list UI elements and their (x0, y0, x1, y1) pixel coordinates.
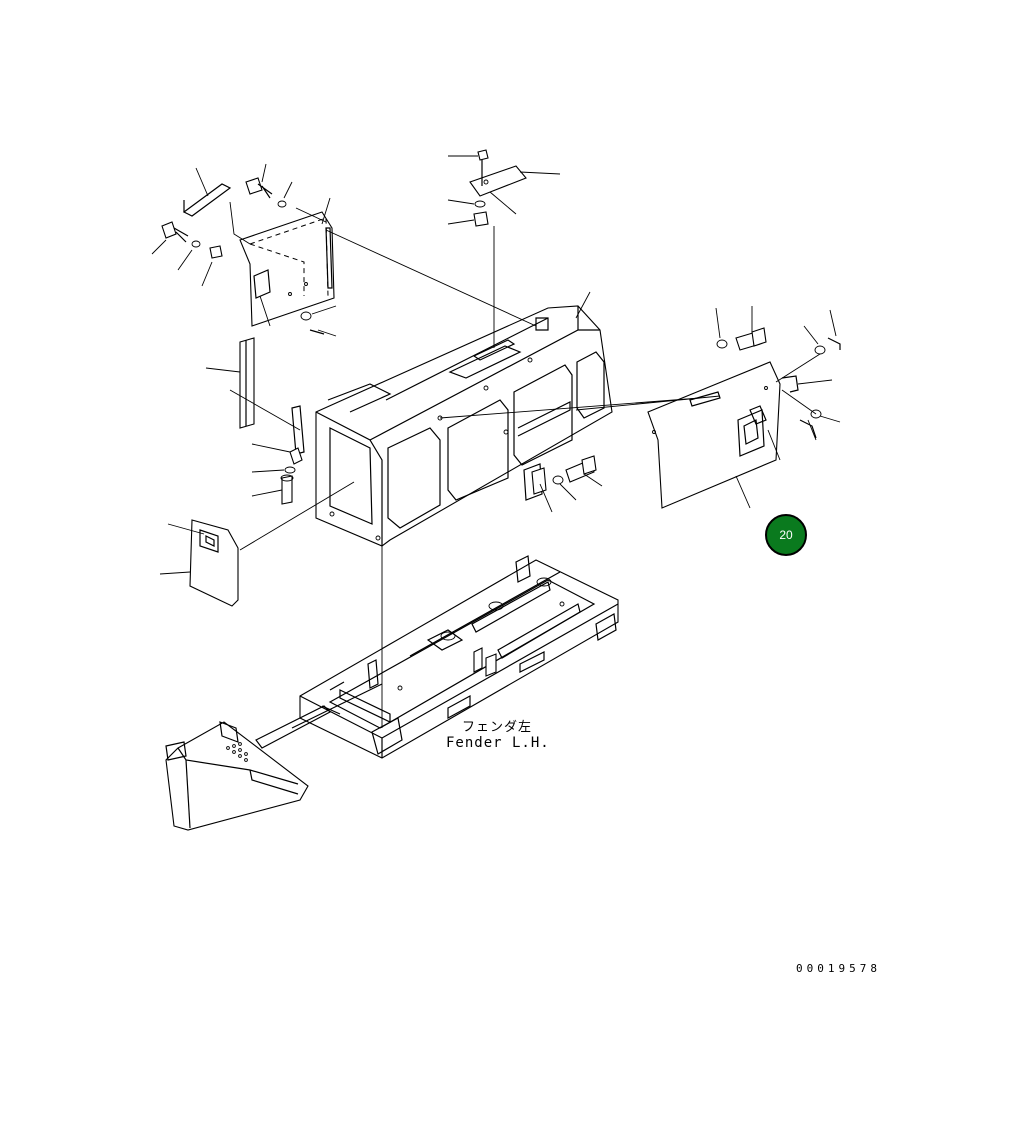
center-lower-bracket (523, 455, 597, 501)
hardware-top-center (469, 149, 527, 227)
callout-leaders (151, 155, 841, 575)
fender-housing (315, 305, 613, 547)
front-step (165, 683, 383, 831)
assembly-lines (229, 201, 821, 728)
right-side-panel (647, 361, 781, 509)
document-id: 00019578 (796, 962, 881, 975)
seal-strip (239, 337, 255, 429)
part-callout-20[interactable]: 20 (765, 514, 807, 556)
fender-label-english: Fender L.H. (446, 735, 550, 751)
fender-label-japanese: フェンダ左 (462, 720, 533, 735)
upper-cover-plate (239, 211, 335, 327)
step-holes (226, 742, 248, 762)
left-bracket (280, 405, 305, 505)
base-frame (299, 555, 619, 759)
callout-number: 20 (779, 528, 793, 542)
left-access-cover (189, 519, 239, 607)
hardware-upper-left (161, 177, 325, 335)
